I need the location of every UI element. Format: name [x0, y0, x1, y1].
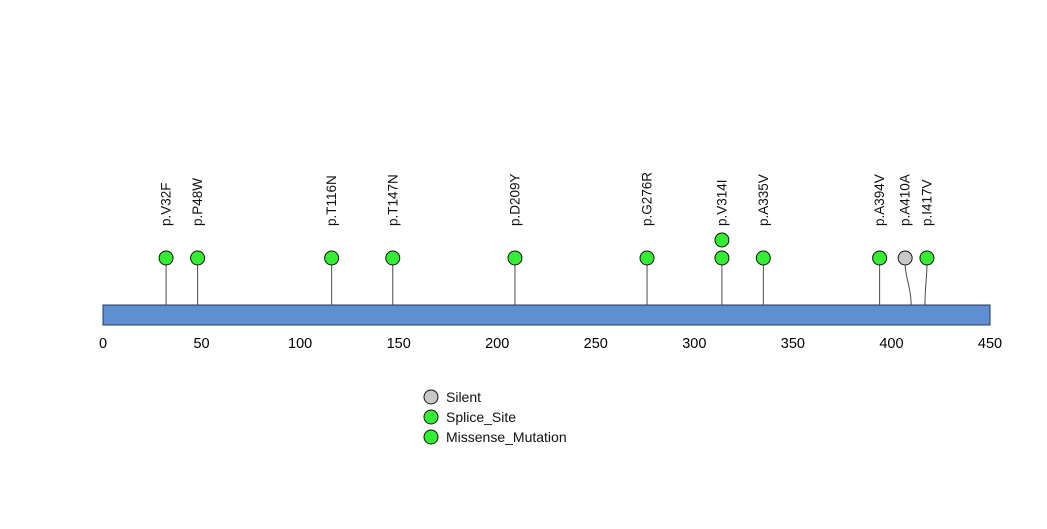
mutation-label: p.A394V [872, 174, 887, 226]
mutation-point [190, 250, 206, 266]
axis-tick-label: 150 [387, 336, 411, 352]
mutation-point [872, 250, 888, 266]
legend-swatch [423, 409, 439, 425]
mutation-label: p.T116N [324, 175, 339, 226]
axis-tick-label: 100 [288, 336, 312, 352]
mutation-label: p.P48W [190, 178, 205, 226]
mutation-point [385, 250, 401, 266]
axis-tick-label: 400 [879, 336, 903, 352]
mutation-point [714, 232, 730, 248]
axis-tick-label: 0 [99, 336, 107, 352]
mutation-label: p.T147N [385, 174, 400, 226]
axis-tick-label: 300 [682, 336, 706, 352]
mutation-point [919, 250, 935, 266]
mutation-label: p.G276R [640, 172, 655, 226]
protein-bar [102, 304, 991, 326]
mutation-point [714, 250, 730, 266]
legend-label: Silent [446, 389, 481, 405]
mutation-point [755, 250, 771, 266]
axis-tick-label: 450 [978, 336, 1002, 352]
mutation-stem [924, 264, 928, 306]
mutation-point [507, 250, 523, 266]
mutation-point [158, 250, 174, 266]
mutation-label: p.I417V [919, 179, 934, 226]
mutation-point [639, 250, 655, 266]
legend-label: Missense_Mutation [446, 429, 567, 445]
axis-tick-label: 50 [193, 336, 209, 352]
axis-tick-label: 200 [485, 336, 509, 352]
mutation-label: p.V32F [159, 182, 174, 226]
legend-label: Splice_Site [446, 409, 516, 425]
axis-tick-label: 250 [584, 336, 608, 352]
mutation-label: p.D209Y [507, 173, 522, 226]
mutation-label: p.A335V [756, 174, 771, 226]
legend-swatch [423, 389, 439, 405]
mutation-label: p.A410A [898, 174, 913, 226]
mutation-point [324, 250, 340, 266]
mutation-label: p.V314I [714, 179, 729, 226]
legend-swatch [423, 429, 439, 445]
mutation-stem [904, 264, 912, 306]
axis-tick-label: 350 [781, 336, 805, 352]
mutation-point [897, 250, 913, 266]
